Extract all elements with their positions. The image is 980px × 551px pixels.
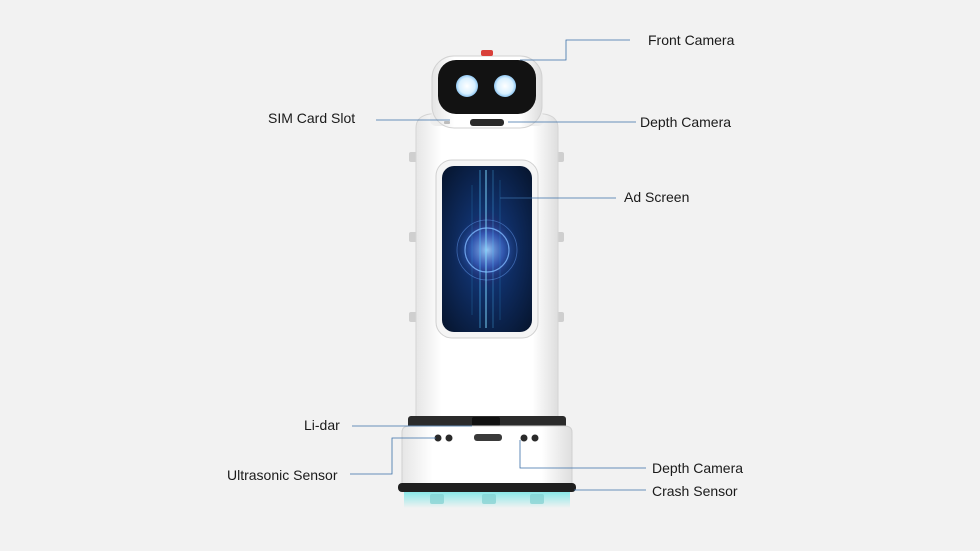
depth-camera-top-icon (470, 119, 504, 126)
lidar-sensor-icon (472, 417, 500, 426)
leader-depth-camera-bottom (519, 440, 646, 469)
right-eye-icon (494, 75, 516, 97)
ultrasonic-sensor-right2-icon (531, 434, 539, 442)
label-ad-screen: Ad Screen (624, 189, 690, 205)
leader-front-camera (520, 39, 630, 61)
label-depth-camera-bottom: Depth Camera (652, 460, 744, 476)
robot-head (431, 50, 543, 129)
label-lidar: Li-dar (304, 417, 340, 433)
sim-slot-icon (444, 121, 450, 124)
status-light-icon (481, 50, 493, 56)
label-depth-camera-top: Depth Camera (640, 114, 732, 130)
crash-sensor-bumper (398, 483, 576, 492)
ultrasonic-sensor-right-icon (520, 434, 528, 442)
label-sim-card-slot: SIM Card Slot (268, 110, 356, 126)
robot-base (398, 425, 576, 508)
label-crash-sensor: Crash Sensor (652, 483, 738, 499)
left-eye-icon (456, 75, 478, 97)
label-ultrasonic-sensor: Ultrasonic Sensor (227, 467, 338, 483)
ad-screen-display (442, 166, 532, 332)
depth-camera-bottom-icon (474, 434, 502, 441)
ultrasonic-sensor-left2-icon (445, 434, 453, 442)
leader-ultrasonic (350, 437, 436, 475)
ultrasonic-sensor-left-icon (434, 434, 442, 442)
leader-lines (350, 39, 646, 491)
face-panel (438, 60, 536, 114)
label-front-camera: Front Camera (648, 32, 735, 48)
